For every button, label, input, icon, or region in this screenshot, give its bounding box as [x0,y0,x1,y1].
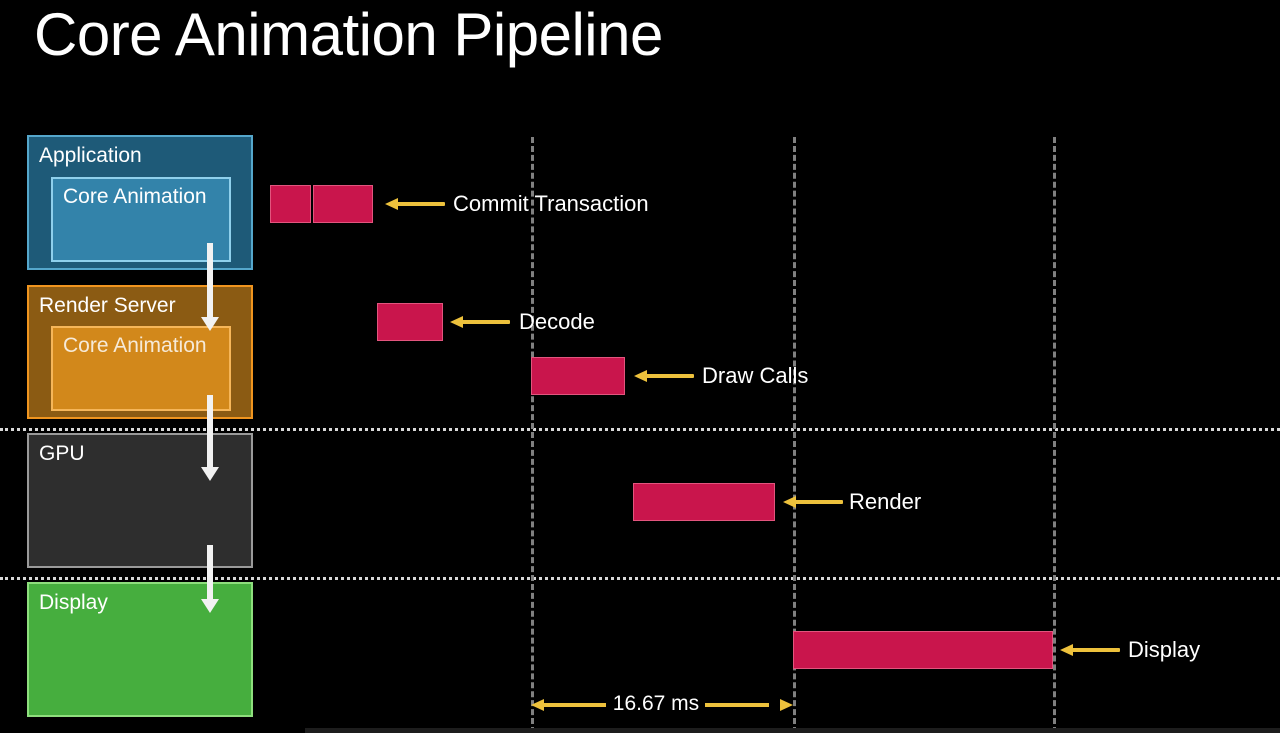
measurement-16-67-ms: 16.67 ms [531,692,793,716]
stage-box-display: Display [27,582,253,717]
separator-line-gpu [0,428,1280,431]
measurement-arrow-left [531,699,544,711]
separator-line-display [0,577,1280,580]
stage-label-display: Display [39,591,108,614]
flow-arrow-gpu-to-display [201,545,219,613]
guide-line-3 [1053,137,1056,733]
slide-bottom-edge [305,728,1280,733]
annotation-label-display: Display [1128,637,1201,662]
annotation-arrow-draw-calls [634,370,694,382]
work-bar-draw-calls [531,357,625,395]
measurement-label: 16.67 ms [612,692,700,715]
stage-box-application: Application Core Animation [27,135,253,270]
inner-box-application-core-animation: Core Animation [51,177,231,262]
inner-label-application-core-animation: Core Animation [63,185,207,208]
measurement-arrow-right [780,699,793,711]
annotation-label-decode: Decode [519,309,595,334]
stage-label-gpu: GPU [39,442,85,465]
guide-line-1 [531,137,534,733]
flow-arrow-render-server-to-gpu [201,395,219,481]
guide-line-2 [793,137,796,733]
annotation-arrow-commit-transaction [385,198,445,210]
annotation-arrow-display [1060,644,1120,656]
work-bar-render [633,483,775,521]
stage-label-render-server: Render Server [39,294,176,317]
work-bar-display [793,631,1053,669]
inner-box-render-server-core-animation: Core Animation [51,326,231,411]
page-title: Core Animation Pipeline [34,1,663,68]
stage-box-render-server: Render Server Core Animation [27,285,253,419]
flow-arrow-application-to-render-server [201,243,219,331]
annotation-label-render: Render [849,489,922,514]
annotation-arrow-render [783,496,843,508]
stage-label-application: Application [39,144,142,167]
work-bar-commit-transaction-1 [270,185,311,223]
annotation-arrow-decode [450,316,510,328]
work-bar-decode [377,303,443,341]
annotation-label-draw-calls: Draw Calls [702,363,809,388]
work-bar-commit-transaction-2 [313,185,373,223]
annotation-label-commit-transaction: Commit Transaction [453,191,649,216]
inner-label-render-server-core-animation: Core Animation [63,334,207,357]
stage-box-gpu: GPU [27,433,253,568]
